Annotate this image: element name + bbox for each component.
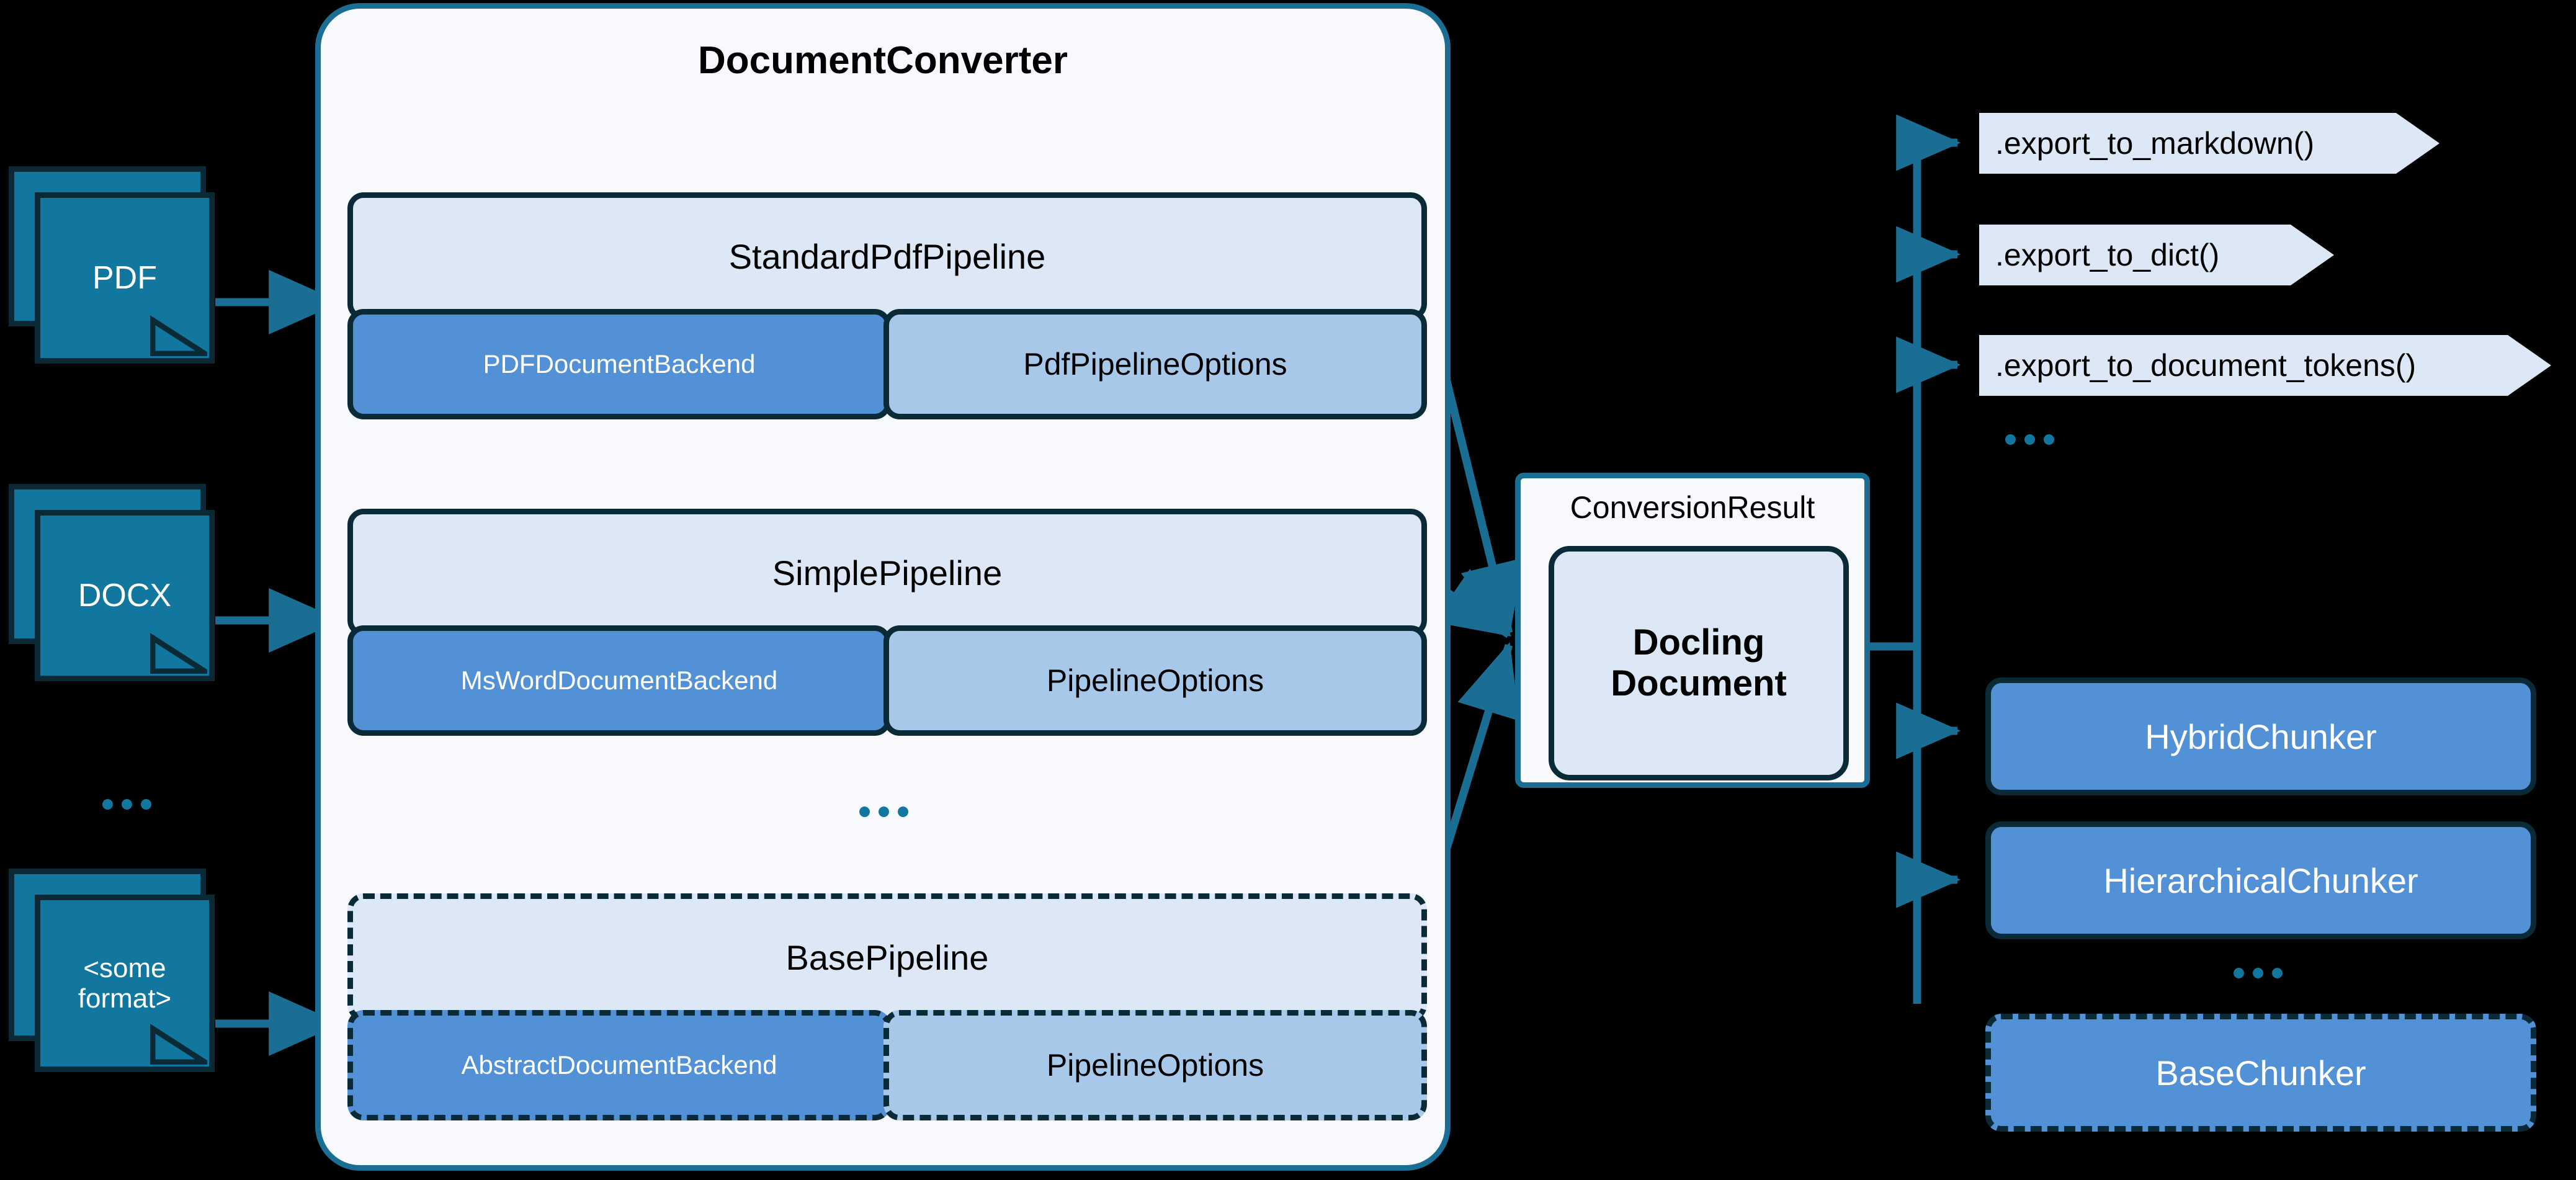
chunker-basechunker[interactable]: BaseChunker (1985, 1014, 2536, 1132)
docling-document-box[interactable]: Docling Document (1549, 546, 1849, 780)
document-front-sheet: <some format> (35, 895, 215, 1072)
pipeline-backend-pdfdocumentbackend[interactable]: PDFDocumentBackend (347, 309, 891, 419)
export-methods-ellipsis (2005, 434, 2054, 445)
pipeline-name: SimplePipeline (772, 553, 1003, 592)
docling-document-line1: Docling (1632, 622, 1765, 663)
page-title: DocumentConverter (698, 39, 1068, 82)
document-front-sheet: PDF (35, 192, 215, 364)
input-document-label-line2: format> (78, 983, 172, 1014)
pipeline-backend-abstractdocumentbackend[interactable]: AbstractDocumentBackend (347, 1010, 891, 1120)
input-documents-ellipsis (102, 799, 151, 810)
chunker-label: BaseChunker (2155, 1053, 2366, 1093)
backend-name: PDFDocumentBackend (483, 349, 756, 378)
pipeline-backend-msworddocumentbackend[interactable]: MsWordDocumentBackend (347, 625, 891, 736)
input-document-docx[interactable]: DOCX (9, 484, 232, 681)
input-document-label: DOCX (78, 577, 172, 614)
input-document-label: PDF (92, 259, 157, 296)
chunker-label: HierarchicalChunker (2103, 860, 2418, 900)
backend-name: MsWordDocumentBackend (460, 666, 778, 695)
pipeline-name: StandardPdfPipeline (728, 236, 1046, 276)
chunker-label: HybridChunker (2145, 717, 2377, 756)
export-method-document-tokens[interactable]: .export_to_document_tokens() (1979, 335, 2551, 396)
input-document-pdf[interactable]: PDF (9, 166, 232, 364)
export-method-label: .export_to_markdown() (1995, 126, 2315, 161)
chunker-hierarchicalchunker[interactable]: HierarchicalChunker (1985, 821, 2536, 939)
page-fold-icon (150, 315, 207, 356)
chunkers-ellipsis (2234, 968, 2283, 978)
page-fold-icon (150, 633, 207, 674)
chunker-hybridchunker[interactable]: HybridChunker (1985, 677, 2536, 795)
backend-name: AbstractDocumentBackend (461, 1050, 777, 1079)
input-document-label-line1: <some (83, 952, 166, 983)
document-front-sheet: DOCX (35, 510, 215, 681)
pipeline-head-simplepipeline[interactable]: SimplePipeline (347, 509, 1427, 637)
pipeline-head-standardpdfpipeline[interactable]: StandardPdfPipeline (347, 192, 1427, 320)
pipeline-name: BasePipeline (785, 937, 989, 977)
pipeline-options-pdfpipelineoptions[interactable]: PdfPipelineOptions (883, 309, 1427, 419)
page-fold-icon (150, 1024, 207, 1065)
export-method-label: .export_to_document_tokens() (1995, 348, 2417, 383)
options-name: PdfPipelineOptions (1023, 347, 1287, 382)
export-method-markdown[interactable]: .export_to_markdown() (1979, 113, 2440, 174)
pipeline-head-basepipeline[interactable]: BasePipeline (347, 893, 1427, 1021)
pipeline-options-basepipelineoptions[interactable]: PipelineOptions (883, 1010, 1427, 1120)
export-method-label: .export_to_dict() (1995, 238, 2220, 272)
options-name: PipelineOptions (1046, 1048, 1264, 1083)
input-document-some-format[interactable]: <some format> (9, 869, 232, 1072)
converter-pipelines-ellipsis (859, 807, 908, 817)
options-name: PipelineOptions (1046, 663, 1264, 698)
docling-document-line2: Document (1611, 663, 1787, 704)
pipeline-options-pipelineoptions[interactable]: PipelineOptions (883, 625, 1427, 736)
export-method-dict[interactable]: .export_to_dict() (1979, 225, 2334, 285)
conversion-result-label: ConversionResult (1570, 490, 1815, 525)
